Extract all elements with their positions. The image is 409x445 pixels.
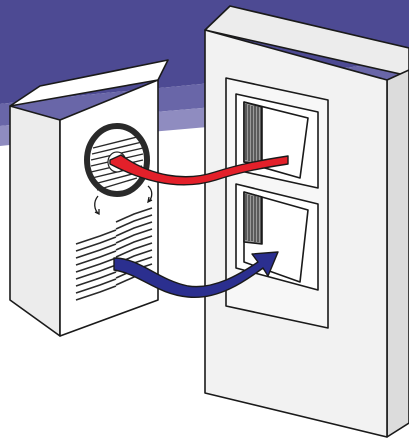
louver-slat bbox=[115, 214, 153, 230]
louver-slat bbox=[75, 257, 117, 273]
rotation-arrow-right-head bbox=[147, 196, 153, 204]
louver-slat bbox=[115, 242, 153, 258]
louver-slat bbox=[75, 229, 117, 245]
louver-slat bbox=[115, 235, 153, 251]
louver-slat bbox=[75, 285, 117, 301]
louver-slat bbox=[75, 250, 117, 266]
cabinet-side bbox=[386, 69, 409, 438]
louver-slat bbox=[75, 264, 117, 280]
louver-slat bbox=[75, 271, 117, 287]
rotation-arrow-icon bbox=[147, 185, 153, 204]
hot-air-arrow bbox=[109, 154, 289, 186]
louver-slat bbox=[75, 236, 117, 252]
window-slats bbox=[245, 104, 262, 243]
louver-slat bbox=[115, 207, 153, 223]
louver-slat bbox=[75, 243, 117, 259]
cold-air-arrow bbox=[113, 251, 279, 298]
lower-window-shadow bbox=[243, 191, 263, 245]
upper-window-shadow bbox=[243, 101, 263, 165]
unit-front bbox=[59, 79, 159, 337]
cabinet-top bbox=[204, 5, 409, 77]
unit-side bbox=[9, 105, 61, 337]
rotation-arrow-icon bbox=[94, 195, 100, 216]
unit-top bbox=[9, 59, 169, 107]
rotation-arrow-left-head bbox=[94, 209, 100, 216]
louver-slat bbox=[115, 221, 153, 237]
louver-slat bbox=[75, 278, 117, 294]
louver-slat bbox=[115, 228, 153, 244]
